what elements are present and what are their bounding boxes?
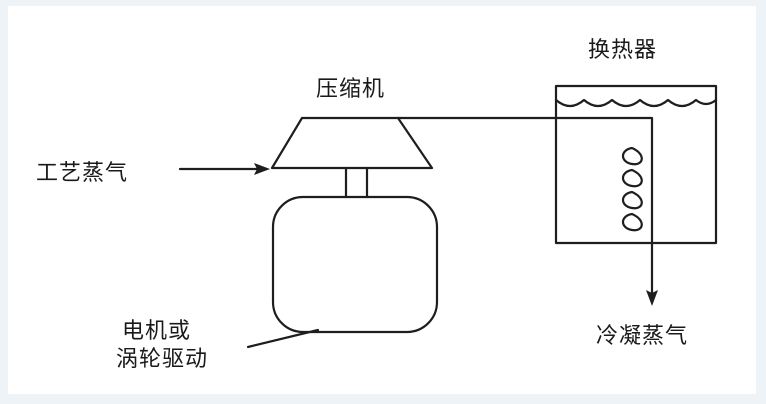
heat-exchanger-label: 换热器 [588,38,658,63]
motor-label-line1: 电机或 [122,319,192,344]
compressor-label: 压缩机 [316,77,386,102]
process-steam-arrow-head [254,163,270,175]
diagram-paper [8,6,756,394]
shaft [344,166,369,199]
motor-shape [271,195,439,334]
heat-exchanger-coil [621,116,654,232]
liquid-surface [554,98,718,108]
condensed-steam-label: 冷凝蒸气 [596,324,689,349]
condensate-arrow-head [646,290,658,306]
process-steam-label: 工艺蒸气 [36,161,129,186]
motor-label-line2: 涡轮驱动 [116,347,209,372]
heat-exchanger-shape [554,84,718,245]
compressor-shape [270,116,434,170]
motor-leader-line [246,328,320,349]
